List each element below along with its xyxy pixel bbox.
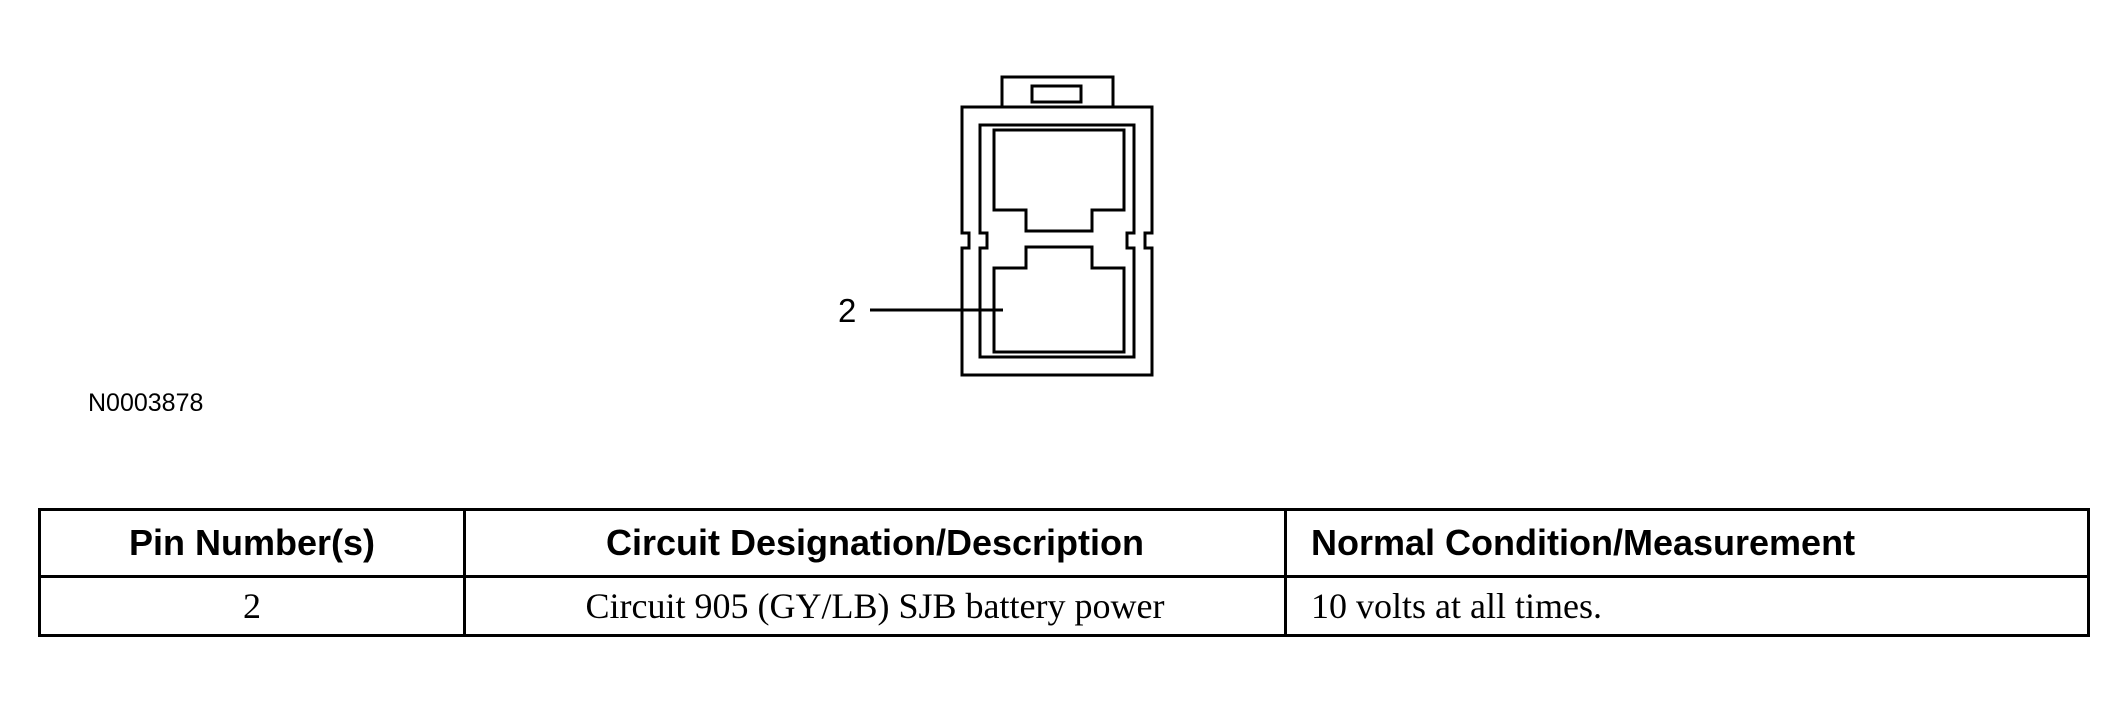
figure-id: N0003878 [88,389,204,417]
cell-normal-condition: 10 volts at all times. [1284,575,2090,637]
lock-tab-window [1030,84,1083,104]
lower-pin-cavity-pin-2 [992,245,1126,354]
connector-diagram: 2 [838,75,1154,377]
cell-pin-number: 2 [38,575,466,637]
connector-outer-shell [960,105,1154,377]
connector-lock-tab [1000,75,1115,107]
header-circuit-description: Circuit Designation/Description [463,508,1287,578]
header-normal-condition: Normal Condition/Measurement [1284,508,2090,578]
upper-pin-cavity [992,128,1126,233]
table-row: 2 Circuit 905 (GY/LB) SJB battery power … [38,575,2090,637]
connector-inner-shell [978,123,1136,359]
table-header-row: Pin Number(s) Circuit Designation/Descri… [38,508,2090,578]
cell-circuit-description: Circuit 905 (GY/LB) SJB battery power [463,575,1287,637]
pin-2-callout-label: 2 [838,292,856,329]
pin-table: Pin Number(s) Circuit Designation/Descri… [38,508,2090,637]
header-pin-number: Pin Number(s) [38,508,466,578]
